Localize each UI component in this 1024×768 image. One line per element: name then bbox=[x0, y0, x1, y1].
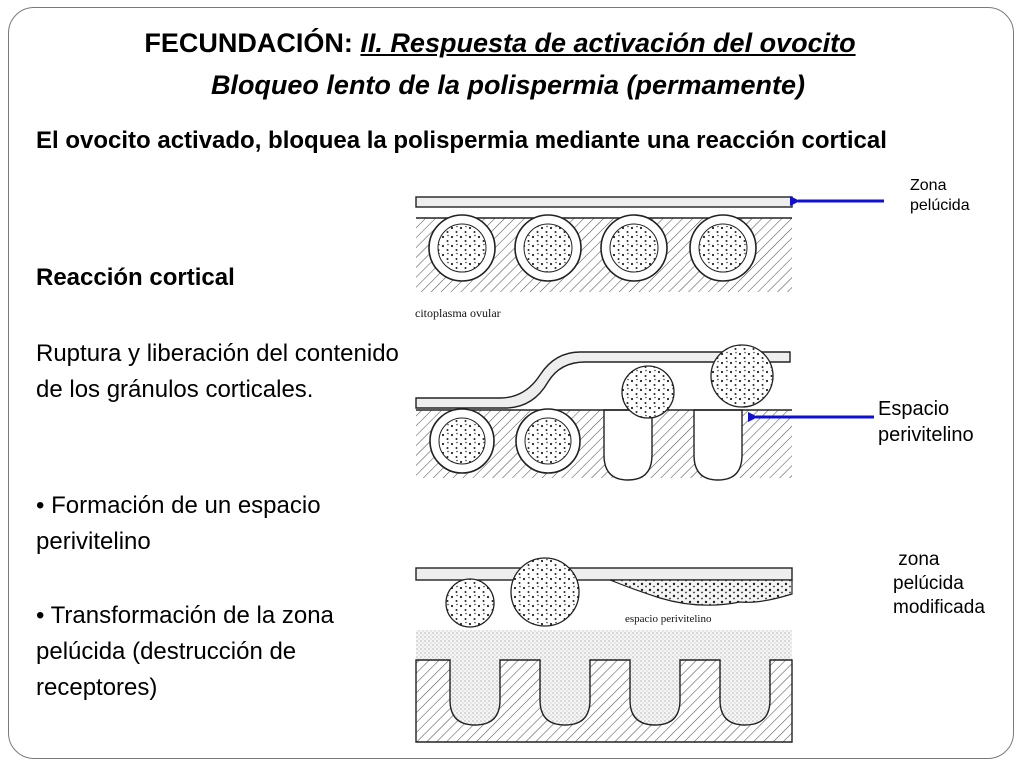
label-line: Espacio bbox=[878, 398, 950, 420]
title-main: FECUNDACIÓN: bbox=[144, 28, 353, 58]
title-subtitle: II. Respuesta de activación del ovocito bbox=[360, 28, 856, 58]
label-line: Zona bbox=[910, 177, 947, 194]
label-espacio-perivitelino: Espacio perivitelino bbox=[878, 396, 974, 448]
cortical-granule bbox=[514, 214, 582, 282]
released-granule-content bbox=[510, 557, 580, 627]
slide-title-line2: Bloqueo lento de la polispermia (permame… bbox=[210, 70, 806, 100]
label-zona-pelucida: Zona pelúcida bbox=[910, 176, 970, 216]
zona-pelucida-band bbox=[415, 196, 793, 208]
ovular-cytoplasm-folded bbox=[415, 659, 793, 743]
panel-modified-zona bbox=[415, 557, 793, 743]
zona-pelucida-modified bbox=[609, 579, 793, 606]
section-heading: Reacción cortical bbox=[36, 264, 235, 291]
zona-pelucida-band bbox=[415, 567, 793, 581]
slide-frame bbox=[8, 7, 1014, 759]
cortical-granule bbox=[600, 214, 668, 282]
panel-granule-release bbox=[415, 344, 792, 481]
caption-citoplasma: citoplasma ovular bbox=[415, 306, 501, 320]
label-zona-modificada: zona pelúcida modificada bbox=[893, 548, 985, 620]
released-granule-content bbox=[621, 365, 675, 419]
released-granule-content bbox=[710, 344, 774, 408]
cortical-granule bbox=[515, 408, 581, 474]
label-line: pelúcida bbox=[910, 197, 970, 214]
label-line: perivitelino bbox=[878, 424, 974, 446]
bullet-ruptura: Ruptura y liberación del contenido de lo… bbox=[36, 340, 399, 403]
cortical-granule bbox=[429, 408, 495, 474]
caption-espacio: espacio perivitelino bbox=[625, 613, 712, 625]
membrane-invagination bbox=[603, 409, 653, 481]
slide-title: FECUNDACIÓN: II. Respuesta de activación… bbox=[0, 28, 1000, 59]
cortical-granule bbox=[689, 214, 757, 282]
bullet-transformacion: • Transformación de la zona pelúcida (de… bbox=[36, 602, 334, 701]
panel-intact-cortex bbox=[415, 196, 793, 292]
label-line: pelúcida bbox=[893, 573, 964, 594]
released-granule-content bbox=[445, 578, 495, 628]
bullet-espacio: • Formación de un espacio perivitelino bbox=[36, 492, 321, 555]
membrane-invagination bbox=[693, 409, 743, 481]
intro-text: El ovocito activado, bloquea la polisper… bbox=[36, 127, 887, 154]
label-line: zona bbox=[893, 549, 940, 570]
cortical-granule bbox=[428, 214, 496, 282]
label-line: modificada bbox=[893, 597, 985, 618]
